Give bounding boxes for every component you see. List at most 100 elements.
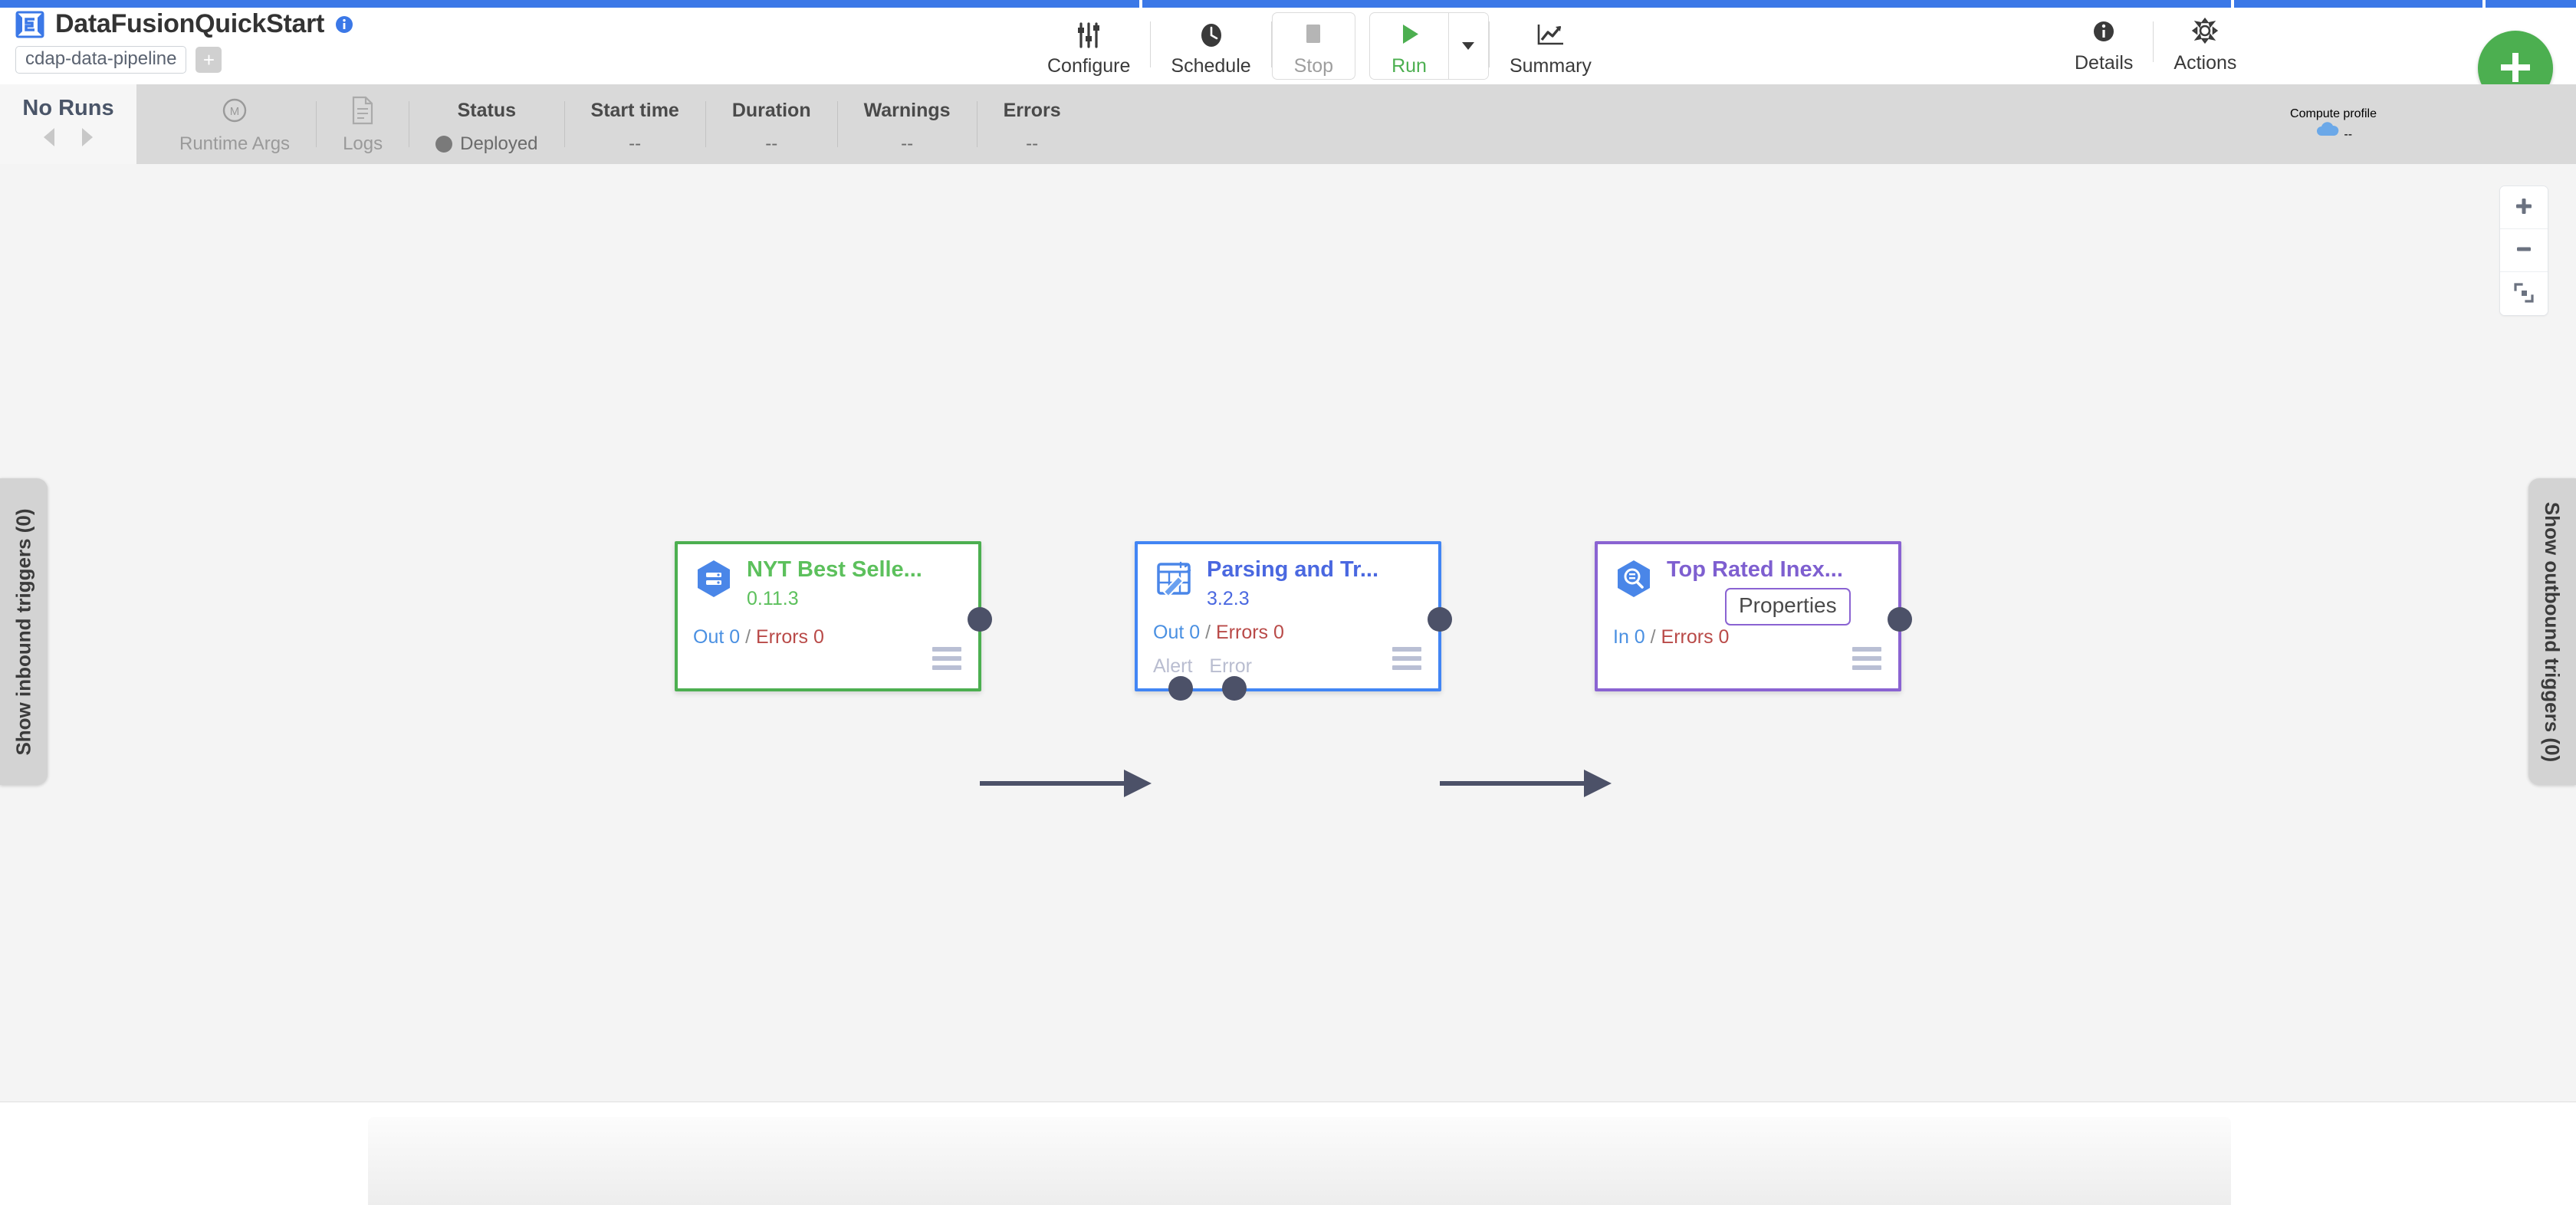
pipeline-node-sink[interactable]: Top Rated Inex... Properties In 0 / Erro… <box>1595 541 1912 691</box>
actions-button[interactable]: Actions <box>2154 12 2256 74</box>
compute-profile-selector[interactable]: Compute profile -- <box>2290 84 2377 164</box>
pipeline-actions-toolbar: Configure Schedule <box>1027 12 1612 80</box>
svg-text:M: M <box>230 105 240 118</box>
node-name: Parsing and Tr... <box>1207 557 1379 582</box>
minus-icon <box>2514 239 2534 261</box>
pipeline-info-toolbar: Details Actions <box>2055 12 2256 74</box>
warnings-value: -- <box>901 133 914 154</box>
status-label: Status <box>457 99 517 121</box>
zoom-out-button[interactable] <box>2500 229 2548 272</box>
duration-value: -- <box>765 133 778 154</box>
compute-profile-value-row: -- <box>2315 121 2352 142</box>
summary-button[interactable]: Summary <box>1490 12 1612 80</box>
info-circle-icon[interactable] <box>335 15 353 34</box>
node-alert-port-label: Alert <box>1153 655 1193 677</box>
next-run-button[interactable] <box>77 126 97 153</box>
node-version: 3.2.3 <box>1207 587 1250 609</box>
duration-metric: Duration -- <box>706 84 837 164</box>
plus-icon <box>2514 196 2534 218</box>
node-metrics: In 0 / Errors 0 <box>1613 626 1729 648</box>
inbound-triggers-drawer[interactable]: Show inbound triggers (0) <box>0 478 48 785</box>
node-menu-hamburger-icon[interactable] <box>1392 647 1421 670</box>
node-menu-hamburger-icon[interactable] <box>932 647 961 670</box>
run-button[interactable]: Run <box>1370 13 1448 79</box>
logs-label: Logs <box>343 133 383 154</box>
canvas-zoom-controls <box>2499 186 2548 316</box>
details-label: Details <box>2075 52 2134 74</box>
node-out-count: Out 0 <box>693 626 741 648</box>
configure-label: Configure <box>1047 54 1131 77</box>
wrangler-magic-icon <box>1153 558 1194 599</box>
node-error-port-label: Error <box>1209 655 1252 677</box>
schedule-label: Schedule <box>1171 54 1251 77</box>
metric-divider <box>836 101 838 147</box>
toolbar-divider <box>1488 21 1490 67</box>
configure-button[interactable]: Configure <box>1027 12 1150 80</box>
runs-selector: No Runs <box>0 84 156 164</box>
caret-down-icon <box>1459 36 1477 57</box>
outbound-triggers-drawer[interactable]: Show outbound triggers (0) <box>2528 478 2576 785</box>
fit-screen-icon <box>2513 282 2535 306</box>
pipeline-type-tag[interactable]: cdap-data-pipeline <box>15 46 187 74</box>
bigquery-search-icon <box>1613 558 1654 599</box>
status-metric: Status Deployed <box>409 84 564 164</box>
page-title: DataFusionQuickStart <box>55 9 325 38</box>
add-tag-button[interactable]: + <box>196 47 222 73</box>
metric-divider <box>976 101 978 147</box>
start-time-value: -- <box>629 133 642 154</box>
stop-button-box: Stop <box>1271 12 1356 80</box>
node-name: NYT Best Selle... <box>747 557 922 582</box>
logs-button[interactable]: Logs <box>317 84 409 164</box>
macro-m-icon: M <box>221 94 248 127</box>
runtime-args-label: Runtime Args <box>179 133 291 154</box>
node-metric-separator: / <box>740 626 756 648</box>
warnings-label: Warnings <box>863 99 951 121</box>
cdap-logo-icon <box>15 10 44 39</box>
node-alert-anchor[interactable] <box>1168 676 1193 701</box>
pipeline-node-source[interactable]: NYT Best Selle... 0.11.3 Out 0 / Errors … <box>675 541 992 691</box>
schedule-button[interactable]: Schedule <box>1151 12 1270 80</box>
details-button[interactable]: Details <box>2055 12 2153 74</box>
node-port-labels: Alert Error <box>1153 655 1252 678</box>
browser-accent-bar <box>0 0 2576 8</box>
bigquery-table-icon <box>693 558 734 599</box>
bottom-panel-area <box>0 1103 2576 1205</box>
node-output-anchor[interactable] <box>1888 607 1912 632</box>
toolbar-divider <box>1150 21 1152 67</box>
node-output-anchor[interactable] <box>968 607 992 632</box>
metric-divider <box>564 101 565 147</box>
run-options-caret[interactable] <box>1447 13 1488 79</box>
connection-source-to-transform[interactable] <box>974 754 1165 823</box>
run-label: Run <box>1392 54 1427 77</box>
pipeline-run-statusbar: No Runs M Runtime Args <box>0 84 2576 164</box>
pipeline-node-transform[interactable]: Parsing and Tr... 3.2.3 Out 0 / Errors 0… <box>1135 541 1452 701</box>
node-error-anchor[interactable] <box>1222 676 1247 701</box>
document-icon <box>350 94 375 127</box>
stop-label: Stop <box>1293 54 1334 77</box>
stop-button[interactable]: Stop <box>1273 13 1355 79</box>
sliders-icon <box>1073 15 1104 51</box>
fit-to-screen-button[interactable] <box>2500 272 2548 315</box>
node-error-count: Errors 0 <box>1661 626 1730 648</box>
clock-icon <box>1196 15 1227 51</box>
previous-run-button[interactable] <box>39 126 59 153</box>
pipeline-header: DataFusionQuickStart cdap-data-pipeline … <box>0 8 2576 106</box>
info-filled-icon <box>2088 12 2119 48</box>
node-in-count: In 0 <box>1613 626 1645 648</box>
node-output-anchor[interactable] <box>1428 607 1452 632</box>
node-version: 0.11.3 <box>747 587 799 609</box>
connection-transform-to-sink[interactable] <box>1434 754 1625 823</box>
node-menu-hamburger-icon[interactable] <box>1852 647 1881 670</box>
pipeline-canvas[interactable]: Show inbound triggers (0) Show outbound … <box>0 164 2576 1102</box>
node-metrics: Out 0 / Errors 0 <box>1153 622 1284 644</box>
play-triangle-icon <box>1394 15 1424 51</box>
runtime-args-button[interactable]: M Runtime Args <box>153 84 316 164</box>
outbound-triggers-label: Show outbound triggers (0) <box>2541 501 2564 762</box>
node-metrics: Out 0 / Errors 0 <box>693 626 824 648</box>
compute-profile-label: Compute profile <box>2290 107 2377 120</box>
zoom-in-button[interactable] <box>2500 186 2548 229</box>
run-metrics-group: M Runtime Args <box>153 84 1087 164</box>
chart-line-icon <box>1534 15 1566 51</box>
node-properties-button[interactable]: Properties <box>1725 588 1851 625</box>
